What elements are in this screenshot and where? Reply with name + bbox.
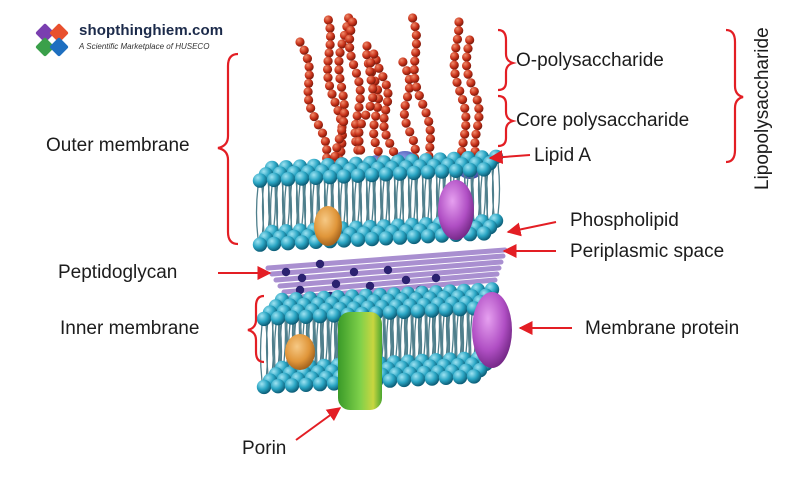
lipopolysaccharide-bracket xyxy=(725,28,744,164)
peptidoglycan-bead xyxy=(431,273,441,283)
peptidoglycan-strand xyxy=(265,247,508,271)
polysaccharide-chain xyxy=(354,49,379,155)
porin-arrow xyxy=(295,407,342,441)
peptidoglycan-bead xyxy=(295,285,305,295)
peptidoglycan-bead xyxy=(297,273,307,283)
orange-inner-protein xyxy=(285,334,315,370)
outer-membrane-label: Outer membrane xyxy=(46,135,190,156)
logo-name: shopthinghiem.com xyxy=(79,22,224,39)
peptidoglycan-bead xyxy=(315,259,325,269)
core-polysaccharide-bracket xyxy=(497,94,517,148)
peptidoglycan-strand xyxy=(277,265,502,289)
peptidoglycan-label: Peptidoglycan xyxy=(58,262,178,283)
phospholipid-label: Phospholipid xyxy=(570,210,679,231)
membrane-protein xyxy=(472,292,512,368)
lipid-a-arrow xyxy=(488,150,531,165)
inner-membrane-label: Inner membrane xyxy=(60,318,200,339)
orange-outer-protein xyxy=(314,206,342,246)
logo-tagline: A Scientific Marketplace of HUSECO xyxy=(79,42,210,51)
peptidoglycan-bead xyxy=(331,279,341,289)
porin-label: Porin xyxy=(242,438,287,459)
peptidoglycan-bead xyxy=(383,265,393,275)
peptidoglycan-strand xyxy=(269,253,506,277)
inner-membrane-bracket xyxy=(247,294,265,364)
core-polysaccharide-label: Core polysaccharide xyxy=(516,110,690,131)
phospholipid-arrow xyxy=(506,221,557,237)
peptidoglycan-bead xyxy=(281,267,291,277)
o-polysaccharide-label: O-polysaccharide xyxy=(516,50,664,71)
membrane-protein-label: Membrane protein xyxy=(585,318,740,339)
periplasmic-space-label: Periplasmic space xyxy=(570,241,725,262)
peptidoglycan-bead xyxy=(401,275,411,285)
lipopolysaccharide-label: Lipopolysaccharide xyxy=(752,27,773,190)
peptidoglycan-bead xyxy=(365,281,375,291)
peptidoglycan-bead xyxy=(349,267,359,277)
purple-outer-protein xyxy=(438,180,474,240)
porin xyxy=(338,312,382,410)
o-polysaccharide-bracket xyxy=(497,28,517,92)
outer-membrane-bracket xyxy=(217,52,239,246)
lipid-a-label: Lipid A xyxy=(534,145,592,166)
logo-icon xyxy=(35,23,69,57)
peptidoglycan-strand xyxy=(281,271,500,295)
